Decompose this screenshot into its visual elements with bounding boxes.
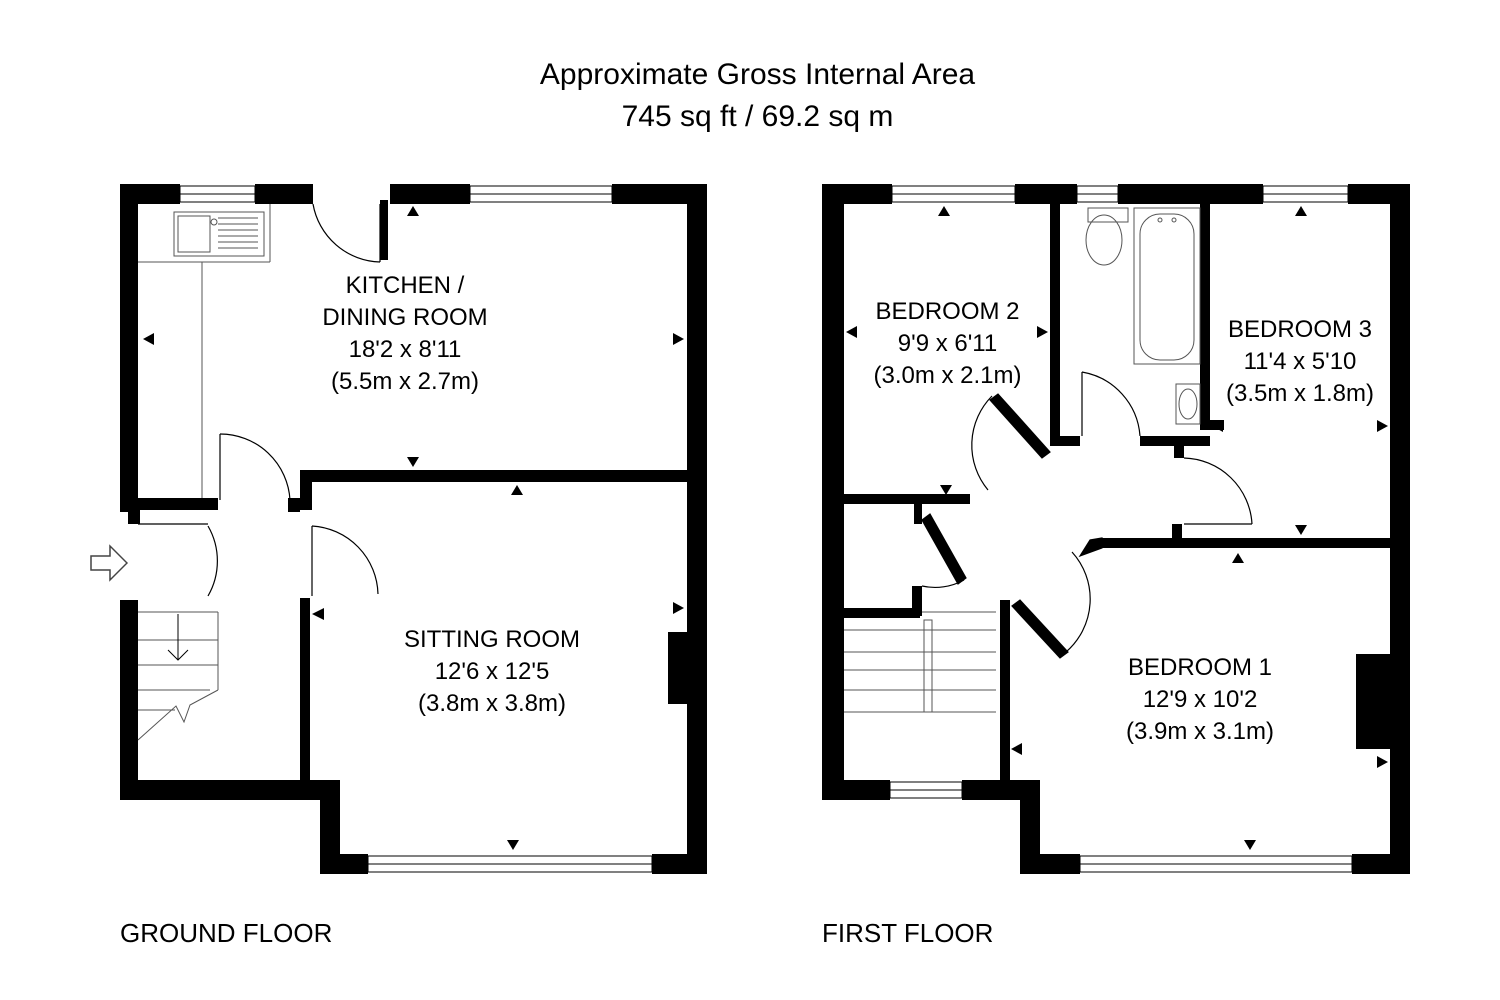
first-floor-plan [822, 184, 1410, 874]
kitchen-metric: (5.5m x 2.7m) [330, 368, 480, 395]
entrance-arrow-icon [90, 544, 129, 582]
bathroom-fixtures [1085, 207, 1201, 425]
bedroom3-name: BEDROOM 3 [1227, 316, 1373, 343]
ground-floor-doors [138, 203, 381, 597]
kitchen-room-label: KITCHEN / DINING ROOM 18'2 x 8'11 (5.5m … [280, 270, 530, 398]
ground-floor-dimension-markers [143, 206, 684, 850]
first-floor-label: FIRST FLOOR [822, 918, 994, 948]
first-floor-walls [822, 184, 1410, 874]
sitting-room-imperial: 12'6 x 12'5 [434, 658, 550, 685]
first-floor-dimension-markers [846, 206, 1388, 850]
bedroom1-label: BEDROOM 1 12'9 x 10'2 (3.9m x 3.1m) [1080, 652, 1320, 748]
sitting-room-name: SITTING ROOM [404, 626, 580, 653]
bedroom2-name: BEDROOM 2 [875, 298, 1020, 325]
bedroom1-metric: (3.9m x 3.1m) [1125, 718, 1275, 745]
kitchen-name: KITCHEN / [345, 272, 465, 299]
sitting-room-label: SITTING ROOM 12'6 x 12'5 (3.8m x 3.8m) [362, 624, 622, 720]
ground-floor-plan [90, 184, 707, 874]
bedroom2-imperial: 9'9 x 6'11 [897, 330, 998, 357]
first-floor-windows [889, 185, 1353, 873]
kitchen-sink [173, 211, 265, 257]
kitchen-imperial: 18'2 x 8'11 [348, 336, 462, 363]
kitchen-name-line2: DINING ROOM [322, 304, 488, 331]
gross-area: 745 sq ft / 69.2 sq m [621, 100, 894, 133]
bedroom3-imperial: 11'4 x 5'10 [1243, 348, 1357, 375]
first-floor-stairs [844, 611, 996, 713]
sitting-room-metric: (3.8m x 3.8m) [417, 690, 567, 717]
ground-floor-windows [179, 185, 653, 873]
first-floor-doors [921, 371, 1253, 659]
bedroom3-metric: (3.5m x 1.8m) [1225, 380, 1375, 407]
kitchen-worktop [138, 204, 271, 498]
bedroom2-label: BEDROOM 2 9'9 x 6'11 (3.0m x 2.1m) [835, 296, 1060, 392]
bedroom3-label: BEDROOM 3 11'4 x 5'10 (3.5m x 1.8m) [1200, 314, 1400, 410]
bedroom1-name: BEDROOM 1 [1127, 654, 1273, 681]
ground-floor-label: GROUND FLOOR [120, 918, 333, 948]
ground-floor-walls [120, 184, 707, 874]
ground-floor-stairs [137, 611, 219, 741]
bedroom2-metric: (3.0m x 2.1m) [873, 362, 1022, 389]
bedroom1-imperial: 12'9 x 10'2 [1142, 686, 1258, 713]
plan-title: Approximate Gross Internal Area [539, 58, 976, 91]
